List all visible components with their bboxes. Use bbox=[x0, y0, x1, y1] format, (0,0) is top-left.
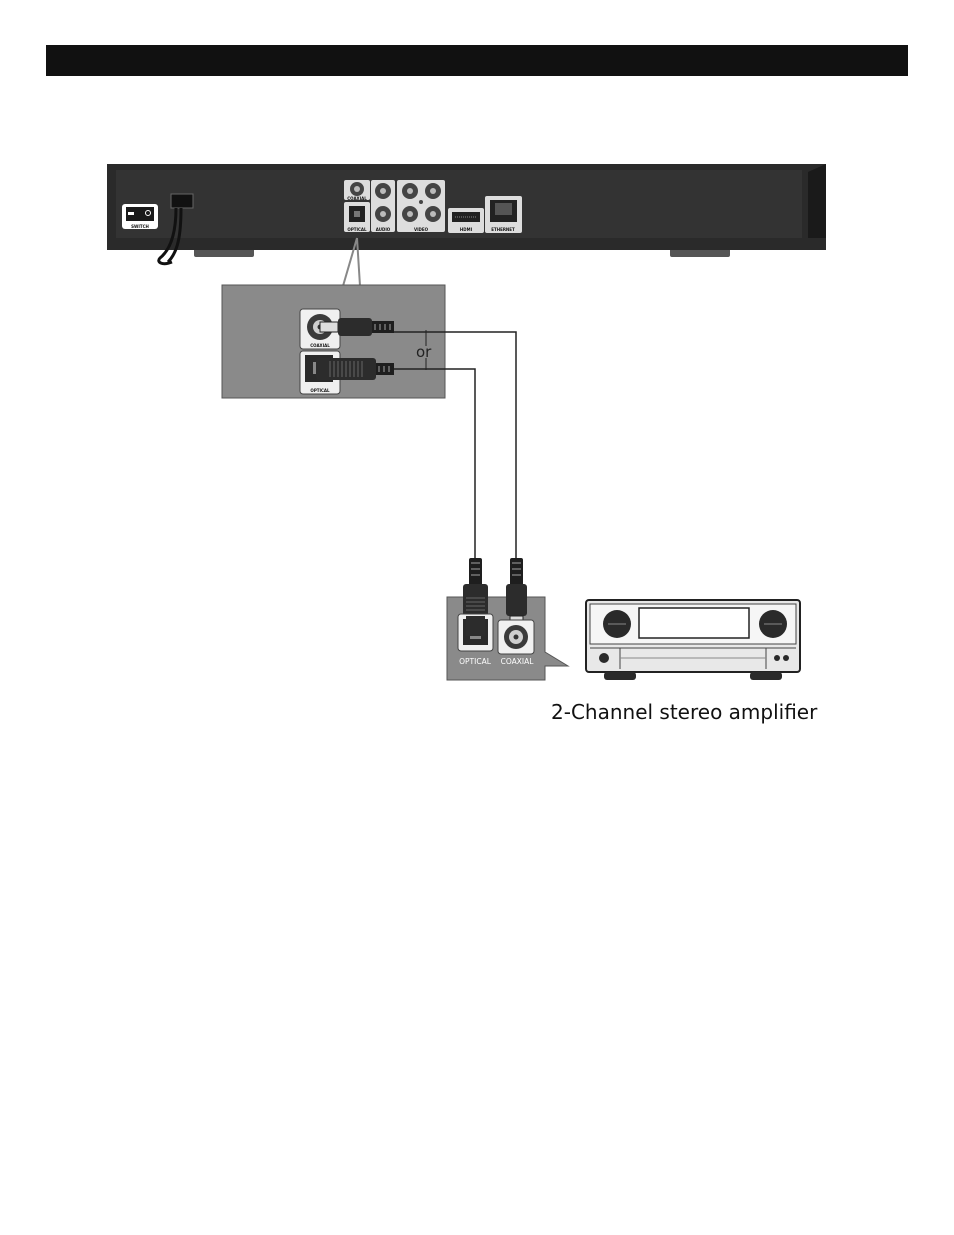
switch-label: SWITCH bbox=[131, 224, 149, 229]
amp-foot-right bbox=[750, 672, 782, 680]
amp-optical-label: OPTICAL bbox=[459, 657, 492, 666]
player-video-ports: VIDEO bbox=[397, 180, 445, 232]
amplifier-caption: 2-Channel stereo amplifier bbox=[551, 700, 818, 724]
player-rear-panel: SWITCH COAXIAL OPTICAL AUDIO bbox=[107, 164, 826, 264]
amp-coaxial-socket bbox=[498, 620, 534, 654]
amp-foot-left bbox=[604, 672, 636, 680]
player-hdmi-label: HDMI bbox=[460, 227, 473, 232]
power-switch[interactable]: SWITCH bbox=[122, 204, 158, 229]
amp-power-button bbox=[599, 653, 609, 663]
or-label: or bbox=[416, 343, 432, 361]
zoom-coaxial-label: COAXIAL bbox=[310, 343, 330, 348]
amp-coaxial-label: COAXIAL bbox=[501, 657, 535, 666]
player-coaxial-label: COAXIAL bbox=[347, 196, 367, 201]
player-ethernet-label: ETHERNET bbox=[491, 227, 515, 232]
player-audio-ports: AUDIO bbox=[371, 180, 395, 232]
amp-display bbox=[639, 608, 749, 638]
player-audio-label: AUDIO bbox=[376, 227, 391, 232]
player-optical-label: OPTICAL bbox=[347, 227, 367, 232]
amp-optical-socket bbox=[458, 614, 493, 651]
player-hdmi-port: HDMI bbox=[448, 208, 484, 233]
player-optical-port: OPTICAL bbox=[344, 202, 370, 232]
stereo-amplifier bbox=[586, 600, 800, 680]
zoom-optical-label: OPTICAL bbox=[310, 388, 330, 393]
player-ethernet-port: ETHERNET bbox=[485, 196, 522, 233]
player-video-label: VIDEO bbox=[414, 227, 429, 232]
player-coaxial-port: COAXIAL bbox=[344, 180, 370, 201]
amp-input-panel: OPTICAL COAXIAL bbox=[447, 558, 568, 680]
amp-coaxial-plug bbox=[506, 558, 527, 626]
zoom-panel: COAXIAL OPTICAL bbox=[222, 285, 445, 398]
